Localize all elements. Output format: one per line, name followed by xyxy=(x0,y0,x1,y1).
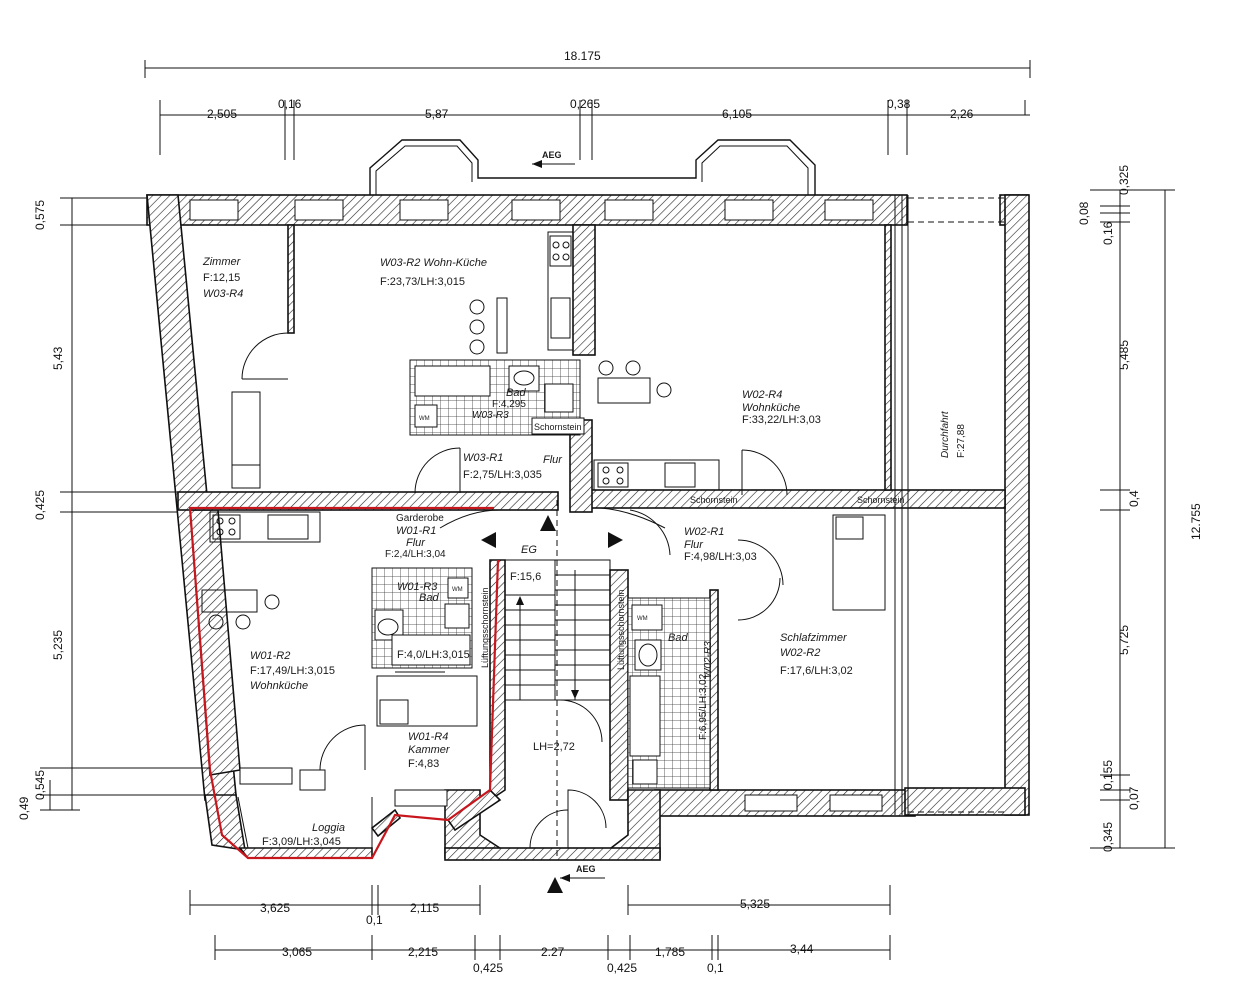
dimension-value: 2.27 xyxy=(541,945,565,959)
dimension-value: 0,545 xyxy=(33,770,47,800)
dimension-value: 0,425 xyxy=(473,961,503,975)
dimension-value: 0,325 xyxy=(1117,165,1131,195)
room-name: W01-R3 xyxy=(397,581,438,593)
room-area: F:12,15 xyxy=(203,272,240,284)
bay-projection xyxy=(369,139,816,195)
dimension-value: 18.175 xyxy=(564,49,601,63)
room-area: F:17,49/LH:3,015 xyxy=(250,665,335,677)
room-sub: Flur xyxy=(406,537,426,549)
room-name: Zimmer xyxy=(202,256,242,268)
room-code: W02-R3 xyxy=(703,641,714,678)
room-name: W02-R4 xyxy=(742,389,782,401)
dimension-value: 3,625 xyxy=(260,901,290,915)
room-area: F:4,0/LH:3,015 xyxy=(397,649,470,661)
highlight-outline xyxy=(188,506,500,860)
room-name: W01-R1 xyxy=(396,525,436,537)
dimension-value: 5,87 xyxy=(425,107,449,121)
dimension-value: 1,785 xyxy=(655,945,685,959)
chimney-label: Schornstein xyxy=(690,495,738,505)
dimension-value: 0,265 xyxy=(570,97,600,111)
aeg-label: AEG xyxy=(576,864,596,874)
room-area: F:17,6/LH:3,02 xyxy=(780,665,853,677)
ventilation-shaft-label: Lüftungsschornstein xyxy=(616,589,626,670)
room-sub: Wohnküche xyxy=(250,680,308,692)
dimension-value: 12.755 xyxy=(1189,503,1203,540)
room-name: Loggia xyxy=(312,822,345,834)
room-name: Durchfahrt xyxy=(940,410,951,458)
room-area: F:4,295 xyxy=(492,399,526,410)
room-name: EG xyxy=(521,544,537,556)
dimension-value: 0,07 xyxy=(1127,786,1141,810)
dimension-value: 0,16 xyxy=(1101,221,1115,245)
chimney-label: Schornstein xyxy=(857,495,905,505)
room-name: W02-R1 xyxy=(684,526,724,538)
room-code: W02-R2 xyxy=(780,647,820,659)
exterior-walls xyxy=(146,194,1030,861)
room-sub: Kammer xyxy=(408,744,451,756)
room-code: W03-R3 xyxy=(472,410,509,421)
room-top: Garderobe xyxy=(396,513,444,524)
dimension-value: 5,485 xyxy=(1117,340,1131,370)
dimension-value: 2,115 xyxy=(410,901,439,915)
washer-label: WM xyxy=(419,416,430,422)
aeg-label: AEG xyxy=(542,150,562,160)
room-area: F:6,95/LH:3,02 xyxy=(698,673,709,740)
dimension-value: 0,1 xyxy=(707,961,724,975)
room-name: W01-R4 xyxy=(408,731,448,743)
dimension-value: 2,26 xyxy=(950,107,974,121)
room-area: F:33,22/LH:3,03 xyxy=(742,414,821,426)
dimension-value: 0,425 xyxy=(607,961,637,975)
room-sub: Bad xyxy=(419,592,439,604)
windows-top xyxy=(189,199,883,812)
room-extra: Flur xyxy=(543,454,563,466)
room-area: F:23,73/LH:3,015 xyxy=(380,276,465,288)
washer-label: WM xyxy=(637,616,648,622)
room-area: F:15,6 xyxy=(510,571,541,583)
room-name: W01-R2 xyxy=(250,650,290,662)
room-name: Schlafzimmer xyxy=(780,632,848,644)
dimension-value: 3,065 xyxy=(282,945,312,959)
dimension-value: 5,325 xyxy=(740,897,770,911)
room-area: F:4,83 xyxy=(408,758,439,770)
room-area: F:2,75/LH:3,035 xyxy=(463,469,542,481)
dimension-value: 0,1 xyxy=(366,913,383,927)
dimension-value: 3,44 xyxy=(790,942,814,956)
dimension-value: 0,575 xyxy=(33,200,47,230)
room-name: Bad xyxy=(668,632,688,644)
fixtures xyxy=(201,160,886,893)
dimension-value: 5,235 xyxy=(51,630,65,660)
room-area: F:27,88 xyxy=(956,424,967,458)
room-area: F:2,4/LH:3,04 xyxy=(385,549,446,560)
room-name: W03-R1 xyxy=(463,452,503,464)
dimension-value: 2,215 xyxy=(408,945,438,959)
dimension-value: 5,43 xyxy=(51,346,65,370)
room-labels: Zimmer F:12,15 W03-R4 W03-R2 Wohn-Küche … xyxy=(202,150,967,874)
dimension-value: 0,345 xyxy=(1101,822,1115,852)
room-sub: Wohnküche xyxy=(742,402,800,414)
dimension-value: 0,155 xyxy=(1101,760,1115,790)
dimension-value: 0,08 xyxy=(1077,201,1091,225)
dimension-value: 0,4 xyxy=(1127,490,1141,507)
room-name: W03-R2 Wohn-Küche xyxy=(380,257,487,269)
room-area: F:4,98/LH:3,03 xyxy=(684,551,757,563)
chimney-label: Schornstein xyxy=(534,422,582,432)
room-height: LH=2,72 xyxy=(533,741,575,753)
dimension-value: 0,16 xyxy=(278,97,302,111)
room-code: W03-R4 xyxy=(203,288,243,300)
dimension-value: 0,38 xyxy=(887,97,911,111)
room-area: F:3,09/LH:3,045 xyxy=(262,836,341,848)
dimension-value: 0,425 xyxy=(33,490,47,520)
durchfahrt-passage xyxy=(894,195,1005,815)
dimension-value: 0,49 xyxy=(17,796,31,820)
dimension-value: 2,505 xyxy=(207,107,237,121)
dimension-value: 5,725 xyxy=(1117,625,1131,655)
ventilation-shaft-label: Lüftungsschornstein xyxy=(480,587,490,668)
room-name: Bad xyxy=(506,387,526,399)
dimension-labels: 18.175 2,505 0,16 5,87 0,265 6,105 0,38 … xyxy=(17,49,1203,975)
dimension-value: 6,105 xyxy=(722,107,752,121)
room-sub: Flur xyxy=(684,539,704,551)
dimension-lines xyxy=(40,60,1175,960)
washer-label: WM xyxy=(452,587,463,593)
